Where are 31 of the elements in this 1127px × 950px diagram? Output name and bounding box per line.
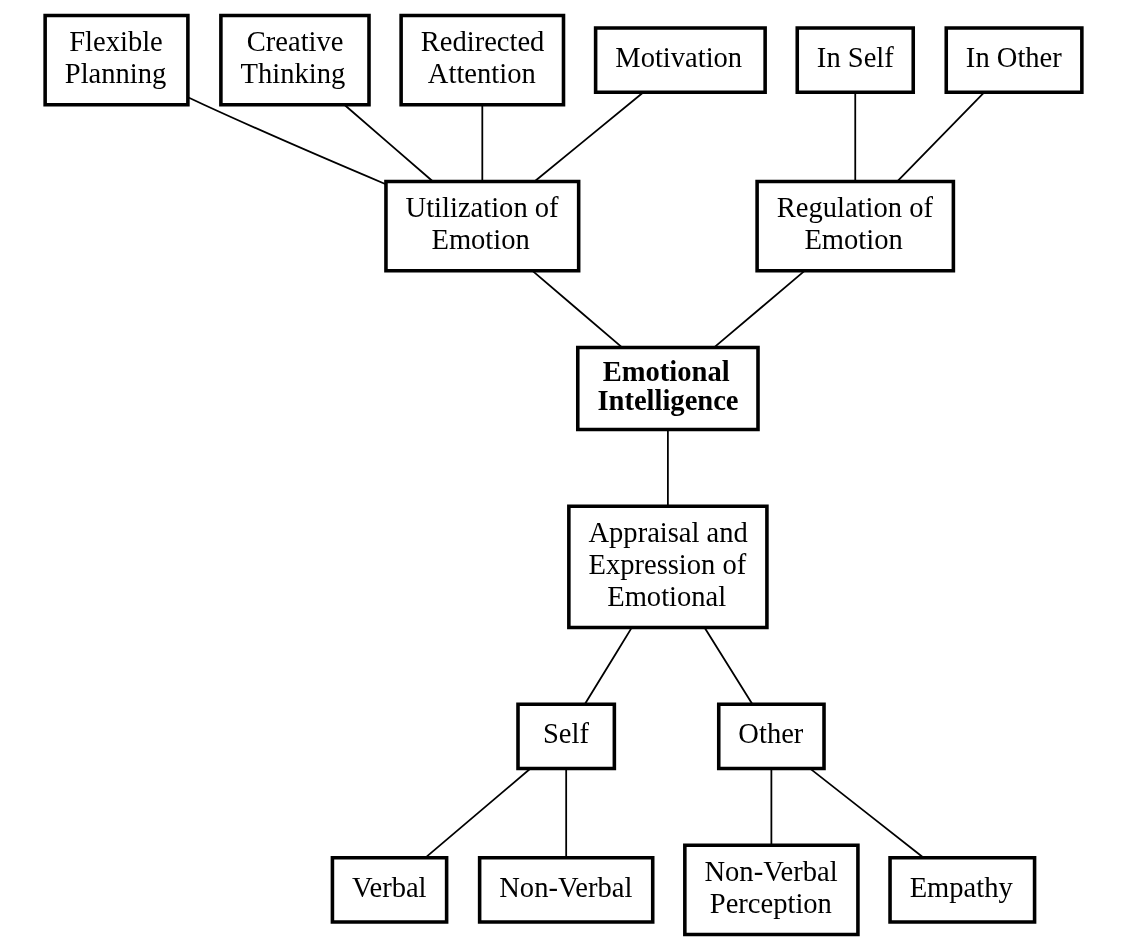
- connector: [481, 104, 484, 183]
- node-box: Creative Thinking: [219, 13, 371, 107]
- node-box: Empathy: [888, 855, 1037, 924]
- connector: [424, 768, 531, 859]
- connector: [534, 91, 644, 182]
- node-box: In Self: [795, 26, 916, 95]
- node-box: Appraisal and Expression of Emotional: [567, 504, 769, 630]
- connector: [343, 104, 434, 182]
- node-box: In Other: [944, 26, 1084, 95]
- connector: [809, 768, 925, 859]
- connector: [531, 269, 623, 348]
- connector: [667, 429, 669, 507]
- node-box: Verbal: [330, 855, 449, 924]
- node-box: Emotional Intelligence: [576, 345, 760, 432]
- connector: [583, 626, 633, 706]
- node-box: Redirected Attention: [399, 13, 566, 107]
- node-box: Other: [716, 702, 826, 771]
- connector: [770, 768, 773, 846]
- node-box: Self: [516, 702, 617, 771]
- connector: [896, 91, 986, 182]
- connector: [565, 768, 568, 859]
- node-box: Non-Verbal Perception: [683, 843, 860, 937]
- node-box: Flexible Planning: [43, 13, 190, 107]
- node-box: Motivation: [593, 26, 767, 95]
- node-box: Regulation of Emotion: [755, 179, 956, 273]
- node-box: Non-Verbal: [477, 855, 655, 924]
- node-box: Utilization of Emotion: [384, 179, 581, 273]
- connector: [187, 96, 387, 186]
- connector: [703, 626, 754, 706]
- connector: [854, 91, 857, 182]
- connector: [713, 269, 806, 348]
